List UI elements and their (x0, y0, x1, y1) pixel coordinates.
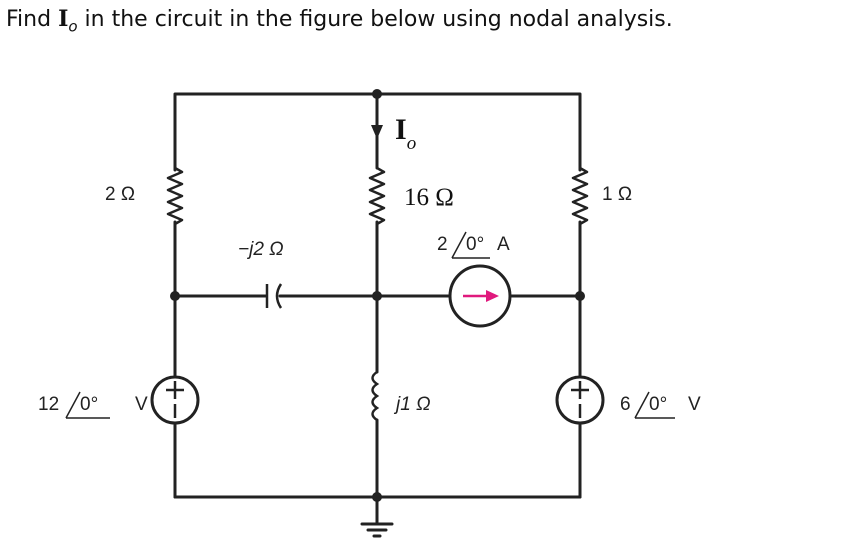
inductor (371, 370, 380, 422)
svg-text:A: A (497, 234, 510, 255)
resistor-1ohm (571, 166, 589, 226)
resistor-2ohm (166, 166, 184, 226)
svg-text:6: 6 (620, 394, 631, 415)
question-var-sub: o (68, 17, 78, 36)
question-prefix: Find (6, 7, 59, 32)
question-var: I (58, 6, 69, 32)
question-suffix: in the circuit in the figure below using… (77, 7, 673, 32)
ground-symbol (360, 522, 394, 538)
voltage-source-left (150, 375, 200, 425)
svg-text:0°: 0° (466, 234, 484, 255)
label-resistor-1ohm: 1 Ω (602, 184, 632, 205)
label-resistor-2ohm: 2 Ω (105, 184, 135, 205)
svg-text:V: V (688, 394, 701, 415)
io-label: Io (395, 113, 416, 154)
label-capacitor: −j2 Ω (238, 239, 284, 260)
io-arrow (371, 125, 383, 139)
svg-text:0°: 0° (80, 394, 98, 415)
label-vsrc-right: 6 0° V (620, 391, 701, 419)
svg-text:0°: 0° (649, 394, 667, 415)
voltage-source-right (555, 375, 605, 425)
label-current-source: 2 0° A (437, 231, 510, 259)
nodes (170, 89, 585, 502)
label-resistor-16ohm: 16 Ω (404, 184, 454, 211)
capacitor (265, 283, 283, 309)
question-text: Find Io in the circuit in the figure bel… (6, 6, 673, 35)
svg-text:12: 12 (38, 394, 59, 415)
svg-text:V: V (135, 394, 148, 415)
resistor-16ohm (368, 166, 386, 226)
label-vsrc-left: 12 0° V (38, 391, 148, 419)
current-source (448, 264, 512, 328)
svg-text:2: 2 (437, 234, 448, 255)
label-inductor: j1 Ω (393, 394, 431, 415)
